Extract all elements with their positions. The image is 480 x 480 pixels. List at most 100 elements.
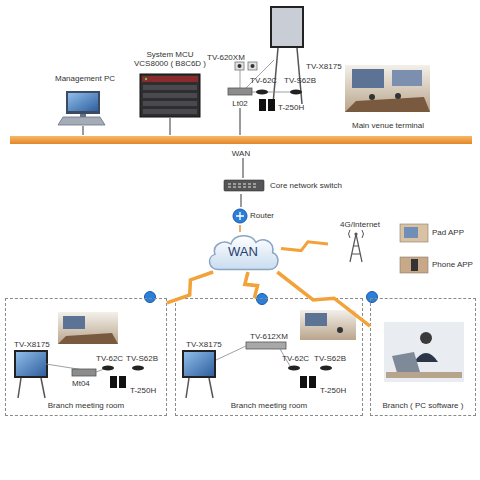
pad-screen (404, 227, 418, 238)
switch-ports (228, 184, 256, 187)
camera-lens (238, 64, 242, 68)
node-text: WAN (228, 245, 258, 260)
tower-top (354, 232, 357, 235)
model-label: TV-X8175 (186, 340, 222, 349)
network-link (239, 108, 241, 135)
model-label: T-250H (320, 386, 346, 395)
node-text: Core network switch (270, 181, 342, 190)
model-label: TV-62C (96, 354, 123, 363)
speaker (268, 99, 275, 111)
network-link (239, 225, 241, 232)
monitor-stand (80, 114, 86, 117)
venue-photo: Main venue terminal (340, 62, 436, 130)
model-label: TV-620XM (207, 53, 245, 62)
camera (235, 62, 244, 70)
wan-cloud: WAN (205, 232, 281, 272)
tv-frame (14, 350, 48, 378)
model-label: TV-62C (250, 76, 277, 85)
desk (386, 372, 462, 378)
codec-terminal: Lt02 (222, 86, 258, 108)
room-photo (300, 310, 356, 340)
branch-room: Branch ( PC software ) (370, 298, 476, 416)
speaker (259, 99, 266, 111)
node-text: 4G/Internet (340, 220, 380, 229)
model-label: TV-612XM (250, 332, 288, 341)
branch-router (145, 292, 156, 303)
node-text: System MCU VCS8000 ( B8C6D ) (131, 50, 209, 68)
person-head (420, 332, 432, 344)
network-link (82, 126, 84, 135)
model-label: Mt04 (72, 379, 90, 388)
mcu-slot (143, 85, 197, 90)
mcu-chassis (140, 74, 200, 117)
speaker (119, 376, 126, 388)
node-text: Management PC (55, 74, 115, 83)
tv-frame (270, 6, 304, 48)
phone-screen (411, 259, 418, 271)
codec-box (72, 369, 96, 376)
core-switch: Core network switch (222, 178, 362, 194)
node-text: Main venue terminal (352, 121, 424, 130)
tv-screen (16, 352, 46, 376)
codec-box (228, 88, 252, 95)
camera (248, 62, 257, 70)
model-label: T-250H (130, 386, 156, 395)
tv-stand (41, 378, 45, 398)
codec-box (246, 342, 286, 349)
node-text: WAN (232, 149, 250, 158)
pc-user-photo (384, 322, 464, 382)
mcu-panel (142, 76, 198, 82)
network-link (240, 194, 242, 207)
room-screen (352, 69, 384, 88)
room-table (58, 333, 118, 344)
model-label: T-250H (278, 103, 304, 112)
router: Router (228, 207, 298, 225)
speaker (300, 376, 307, 388)
mcu-slot (143, 93, 197, 98)
tv-frame (182, 350, 216, 378)
cable (96, 369, 104, 372)
room-table (345, 97, 430, 112)
wireless-link (281, 242, 328, 251)
tv-stand (209, 378, 213, 398)
microphone (102, 366, 114, 371)
branch-router (367, 292, 378, 303)
person (369, 94, 375, 100)
phone-app: Phone APP (398, 255, 478, 275)
cable (240, 70, 241, 88)
network-link (169, 118, 171, 135)
mcu-led (145, 78, 147, 80)
tv-screen (272, 8, 302, 46)
model-label: TV-S62B (284, 76, 316, 85)
tv-stand (186, 378, 189, 398)
speaker (309, 376, 316, 388)
model-label: TV-62C (282, 354, 309, 363)
wan-backbone: WAN (10, 135, 472, 158)
pad-app: Pad APP (398, 222, 478, 244)
switch-body (224, 180, 264, 191)
node-text: Router (250, 211, 274, 220)
cloud-outline (210, 236, 278, 270)
pad-photo (400, 224, 428, 242)
person (395, 93, 401, 99)
tv-stand (18, 378, 21, 398)
router-icon (233, 209, 247, 223)
room-screen (305, 313, 327, 326)
speaker-puck (320, 366, 332, 371)
phone-photo (400, 257, 428, 273)
backbone-bar (10, 136, 472, 144)
room-photo (58, 312, 118, 344)
model-label: TV-S62B (126, 354, 158, 363)
mcu-slot (143, 101, 197, 106)
microphone (256, 90, 268, 95)
model-label: TV-X8175 (14, 340, 50, 349)
pc-terminal: Management PC (45, 74, 125, 126)
branch-router (257, 294, 268, 305)
wireless-link (245, 272, 258, 298)
node-text: Pad APP (432, 228, 464, 237)
router-arrows (236, 212, 244, 220)
cell-tower (350, 234, 362, 262)
